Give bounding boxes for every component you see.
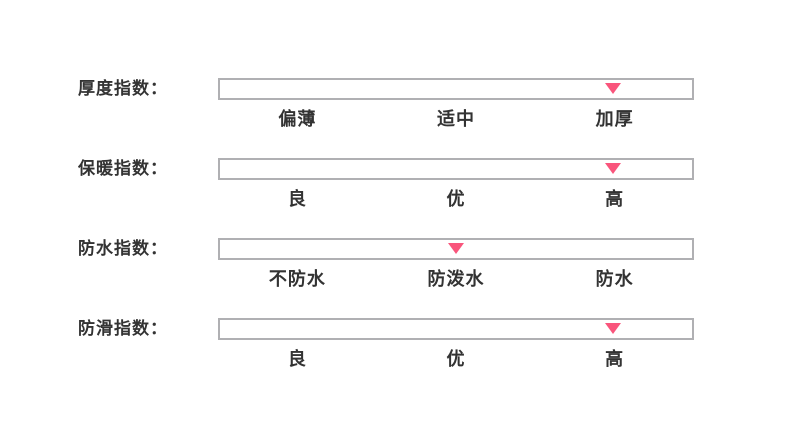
levels-row: 偏薄 适中 加厚 [218,106,694,132]
index-scale-bar [218,78,694,100]
level-label: 高 [605,349,625,369]
marker-triangle-icon [605,323,622,334]
index-row-label: 厚度指数： [78,79,168,98]
marker-triangle-icon [605,83,622,94]
level-label: 良 [287,349,307,369]
marker-triangle-icon [448,243,464,254]
level-label: 加厚 [595,109,634,129]
index-row-label: 防滑指数： [78,319,168,338]
index-row-label: 保暖指数： [78,159,168,178]
marker-triangle-icon [605,163,622,174]
index-row-antislip: 防滑指数： 良 优 高 [0,306,790,386]
levels-row: 良 优 高 [218,346,694,372]
index-row-thickness: 厚度指数： 偏薄 适中 加厚 [0,66,790,146]
levels-row: 良 优 高 [218,186,694,212]
level-label: 不防水 [268,269,326,289]
level-label: 优 [446,189,466,209]
index-scale-bar [218,318,694,340]
level-label: 高 [605,189,625,209]
level-label: 防泼水 [427,269,485,289]
index-row-label: 防水指数： [78,239,168,258]
level-label: 良 [287,189,307,209]
index-row-waterproof: 防水指数： 不防水 防泼水 防水 [0,226,790,306]
level-label: 优 [446,349,466,369]
level-label: 防水 [595,269,634,289]
levels-row: 不防水 防泼水 防水 [218,266,694,292]
level-label: 偏薄 [278,109,317,129]
index-scale-bar [218,158,694,180]
index-scale-bar [218,238,694,260]
index-row-warmth: 保暖指数： 良 优 高 [0,146,790,226]
level-label: 适中 [437,109,475,129]
